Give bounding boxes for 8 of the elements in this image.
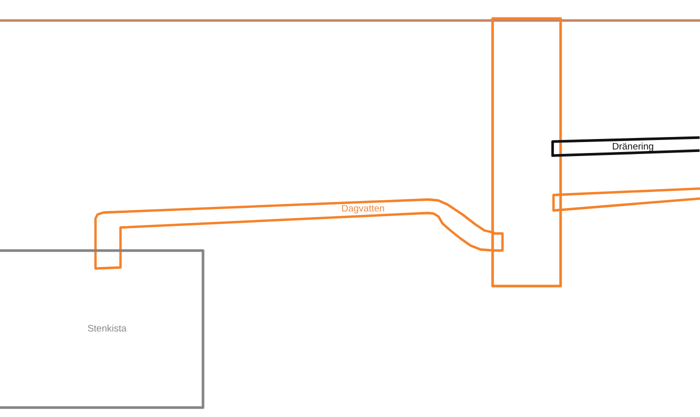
stone-pit xyxy=(0,249,205,410)
stormwater-pipe xyxy=(94,198,504,270)
drain-pipe xyxy=(551,136,700,158)
pit-label: Stenkista xyxy=(87,324,127,334)
pipe-label: Dränering xyxy=(612,142,654,152)
pipe-label: Dagvatten xyxy=(341,204,385,214)
well-shaft xyxy=(491,16,563,288)
pipe xyxy=(552,187,700,212)
